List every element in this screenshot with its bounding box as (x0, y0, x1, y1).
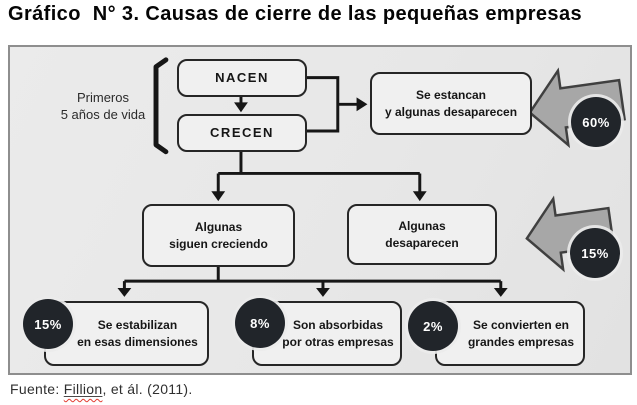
left-bracket-icon (153, 57, 169, 155)
page-title: Gráfico N° 3. Causas de cierre de las pe… (8, 3, 582, 25)
source-caption: Fuente: Fillion, et ál. (2011). (10, 381, 193, 397)
line-split-three (122, 264, 503, 290)
badge-15-percent-right: 15% (570, 228, 620, 278)
arrowheads (117, 97, 508, 297)
line-right-elbow (305, 76, 340, 133)
arrowhead-right-icon (356, 97, 368, 112)
arrowhead-down-icon (493, 288, 508, 297)
badge-2-percent: 2% (408, 301, 458, 351)
badge-15-percent-bottom: 15% (23, 299, 73, 349)
node-se-estancan: Se estancan y algunas desaparecen (370, 72, 532, 135)
arrowhead-down-icon (211, 191, 226, 202)
node-se-convierten: Se convierten en grandes empresas (435, 301, 585, 366)
arrowhead-down-icon (117, 288, 132, 297)
arrowhead-down-icon (234, 102, 248, 113)
source-suffix: , et ál. (2011). (102, 381, 193, 397)
node-algunas-desaparecen: Algunas desaparecen (347, 204, 497, 265)
arrowhead-down-icon (316, 288, 330, 297)
figure-panel: Primeros 5 años de vida NACEN CRECEN Se … (8, 45, 632, 375)
source-prefix: Fuente: (10, 381, 64, 397)
side-label-first-years: Primeros 5 años de vida (60, 90, 146, 122)
big-left-arrow-15-icon (525, 195, 616, 273)
connector-layer (117, 57, 626, 297)
line-split-two (216, 150, 422, 193)
source-author: Fillion (64, 381, 103, 397)
arrowhead-down-icon (412, 191, 427, 202)
node-crecen: CRECEN (177, 114, 307, 152)
badge-8-percent: 8% (235, 298, 285, 348)
node-nacen: NACEN (177, 59, 307, 97)
connector-lines (122, 57, 503, 290)
badge-60-percent: 60% (571, 97, 621, 147)
node-siguen-creciendo: Algunas siguen creciendo (142, 204, 295, 267)
spellcheck-underline: Fillion (63, 381, 103, 397)
